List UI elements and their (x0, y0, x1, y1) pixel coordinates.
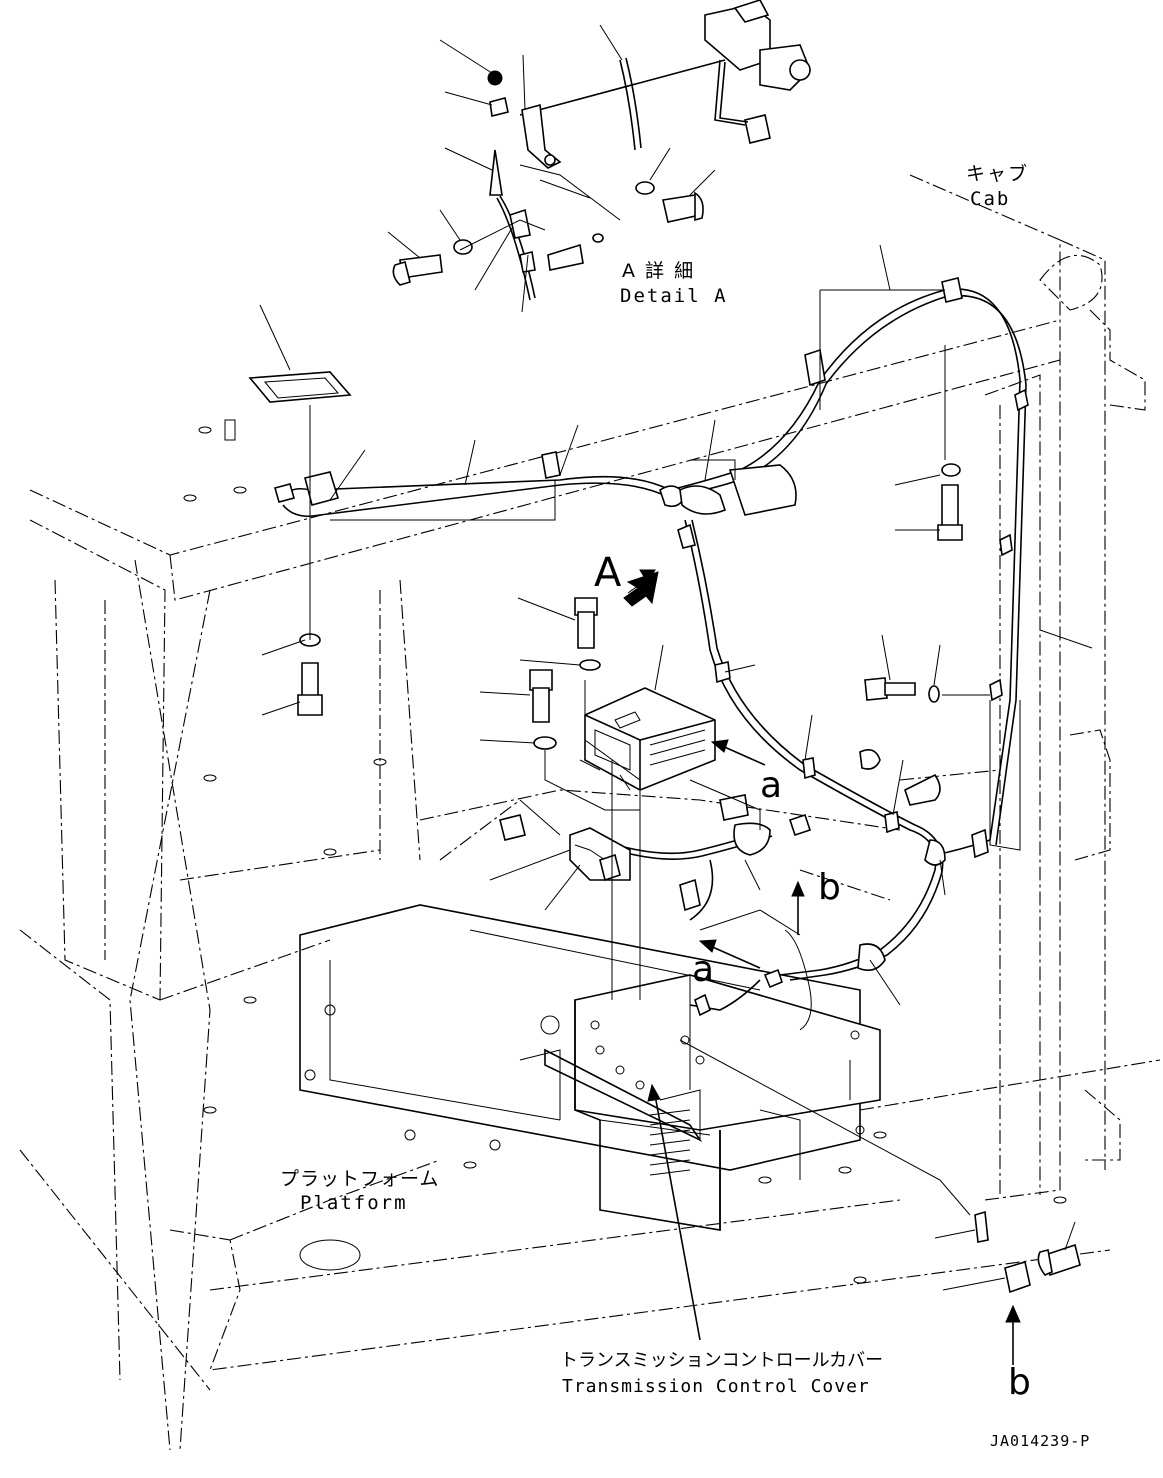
cab-frame (19, 174, 1161, 1451)
transmission-control-cover (544, 974, 881, 1231)
detail-a-label-en: Detail A (620, 285, 728, 307)
detail-a-assembly (392, 0, 811, 301)
view-a-marker: A (594, 550, 622, 596)
detail-a-label-ja: A 詳 細 (622, 260, 696, 282)
controller-unit (579, 687, 716, 791)
platform-label-ja: プラットフォーム (280, 1168, 440, 1190)
view-arrows (623, 569, 1021, 1365)
arrow-a-label-upper: a (760, 765, 783, 806)
leader-lines (259, 24, 1093, 1291)
arrow-b-label-lower: b (1008, 1362, 1031, 1403)
loose-parts (248, 371, 1081, 1294)
platform-label-en: Platform (300, 1192, 408, 1214)
arrow-b-label-upper: b (818, 867, 841, 908)
platform-base (299, 904, 861, 1171)
drawing-reference-number: JA014239-P (990, 1432, 1091, 1450)
cab-label-en: Cab (970, 188, 1011, 210)
wiring-harness (274, 277, 1029, 1017)
arrow-a-label-lower: a (692, 949, 715, 990)
transmission-control-cover-label-en: Transmission Control Cover (562, 1376, 870, 1397)
cab-label-ja: キャブ (966, 163, 1030, 185)
transmission-control-cover-label-ja: トランスミッションコントロールカバー (560, 1350, 884, 1371)
